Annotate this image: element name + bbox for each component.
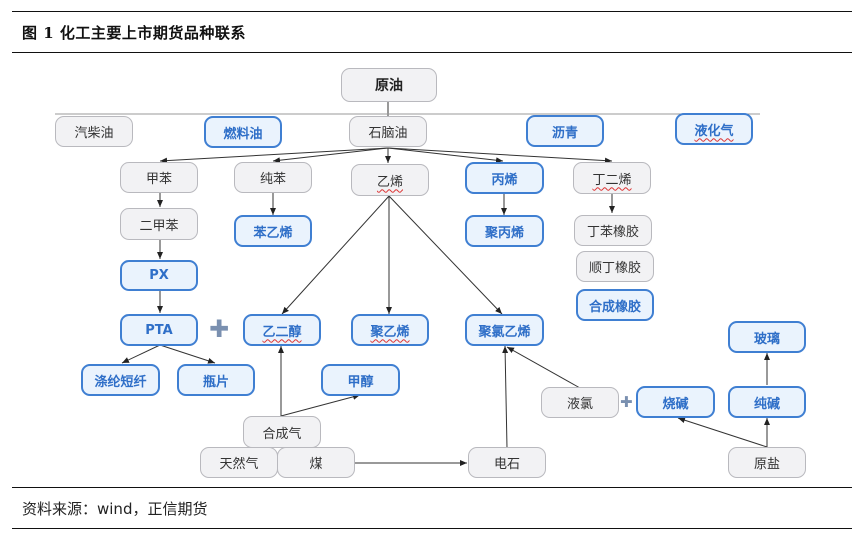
node-label: 涤纶短纤	[94, 374, 147, 390]
node-calcium-carbide: 电石	[468, 447, 546, 478]
node-br: 顺丁橡胶	[576, 251, 654, 282]
node-label: 瓶片	[202, 374, 229, 390]
node-naphtha: 石脑油	[349, 116, 427, 147]
node-crude-oil: 原油	[341, 68, 437, 102]
node-label: 纯苯	[259, 172, 286, 187]
node-label: 天然气	[219, 457, 259, 472]
node-label: 聚丙烯	[484, 225, 524, 241]
node-synthetic-rubber: 合成橡胶	[576, 289, 654, 321]
node-label: 汽柴油	[74, 126, 114, 141]
node-label: 煤	[309, 457, 323, 472]
node-label: 合成橡胶	[588, 299, 641, 315]
node-label: 液氯	[566, 397, 593, 412]
node-label: 二甲苯	[139, 218, 179, 234]
plus-icon: ✚	[620, 393, 633, 411]
node-label: 烧碱	[662, 396, 689, 412]
naphtha-to-butadiene	[387, 147, 613, 164]
source-top-rule	[12, 487, 852, 488]
carbide-to-pvc	[502, 345, 509, 449]
pta-to-polyester	[121, 344, 161, 364]
node-label: 沥青	[551, 125, 578, 141]
naphtha-to-benzene	[272, 147, 389, 164]
figure-title: 图 1 化工主要上市期货品种联系	[22, 24, 246, 42]
node-label: 甲苯	[145, 172, 172, 187]
node-glass: 玻璃	[728, 321, 806, 353]
node-label: 丁二烯	[592, 172, 632, 188]
node-label: 丙烯	[491, 172, 518, 188]
plus-icon: ✚	[209, 315, 230, 343]
node-px: PX	[120, 260, 198, 291]
ethylene-to-meg	[281, 195, 390, 315]
node-label: PX	[149, 268, 169, 283]
node-sbr: 丁苯橡胶	[574, 215, 652, 246]
node-label: 玻璃	[753, 331, 780, 347]
node-label: 顺丁橡胶	[588, 261, 641, 276]
node-propylene: 丙烯	[465, 162, 544, 194]
node-label: 原盐	[753, 457, 780, 472]
naphtha-to-toluene	[159, 147, 389, 164]
node-label: 聚氯乙烯	[478, 324, 531, 340]
node-fuel-oil: 燃料油	[204, 116, 282, 148]
node-label: 丁苯橡胶	[586, 225, 639, 240]
node-label: 苯乙烯	[253, 225, 293, 241]
bottom-rule	[12, 528, 852, 529]
node-coal: 煤	[277, 447, 355, 478]
node-butadiene: 丁二烯	[573, 162, 651, 194]
ethylene-to-pvc	[388, 195, 503, 315]
node-label: 乙二醇	[262, 324, 302, 340]
source-note: 资料来源：wind，正信期货	[22, 500, 208, 518]
node-meg: 乙二醇	[243, 314, 321, 346]
node-raw-salt: 原盐	[728, 447, 806, 478]
syngas-to-methanol	[280, 393, 361, 417]
pta-to-bottle-chip	[159, 344, 216, 364]
node-styrene: 苯乙烯	[234, 215, 312, 247]
node-polyester-staple: 涤纶短纤	[81, 364, 160, 396]
node-label: 原油	[375, 78, 403, 94]
node-label: 液化气	[694, 123, 734, 139]
node-polyethylene: 聚乙烯	[351, 314, 429, 346]
node-benzene: 纯苯	[234, 162, 312, 193]
node-toluene: 甲苯	[120, 162, 198, 193]
naphtha-to-propylene	[387, 147, 504, 164]
node-diesel: 汽柴油	[55, 116, 133, 147]
node-polypropylene: 聚丙烯	[465, 215, 544, 247]
node-pta: PTA	[120, 314, 198, 346]
node-natural-gas: 天然气	[200, 447, 278, 478]
node-lpg: 液化气	[675, 113, 753, 145]
node-ethylene: 乙烯	[351, 164, 429, 196]
node-label: 石脑油	[368, 126, 408, 141]
node-label: 甲醇	[347, 374, 374, 390]
node-xylene: 二甲苯	[120, 208, 198, 240]
node-pvc: 聚氯乙烯	[465, 314, 544, 346]
node-methanol: 甲醇	[321, 364, 400, 396]
salt-to-caustic	[677, 417, 768, 448]
node-label: 合成气	[262, 426, 302, 442]
node-label: 纯碱	[753, 396, 780, 412]
node-soda-ash: 纯碱	[728, 386, 806, 418]
node-label: 电石	[493, 457, 520, 472]
top-rule	[12, 11, 852, 12]
node-syngas: 合成气	[243, 416, 321, 448]
node-liquid-chlorine: 液氯	[541, 387, 619, 418]
node-label: 乙烯	[376, 174, 403, 190]
node-label: PTA	[145, 322, 173, 338]
node-asphalt: 沥青	[526, 115, 604, 147]
node-label: 聚乙烯	[370, 324, 410, 340]
node-label: 燃料油	[223, 126, 263, 142]
node-bottle-chip: 瓶片	[177, 364, 255, 396]
node-caustic-soda: 烧碱	[636, 386, 715, 418]
chlorine-to-pvc	[506, 346, 581, 389]
title-rule	[12, 52, 852, 53]
